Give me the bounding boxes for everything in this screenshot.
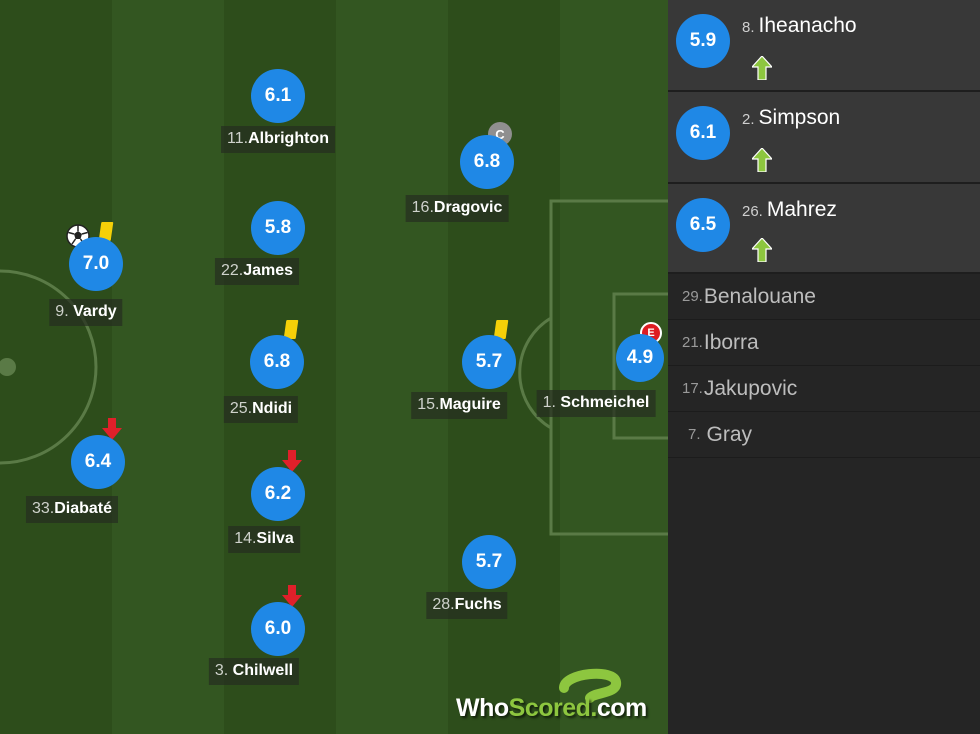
player-number: 9. xyxy=(55,303,69,320)
rating-badge: 6.8 xyxy=(460,135,514,189)
sub-off-arrow-icon xyxy=(282,585,302,607)
pitch-markings xyxy=(0,199,668,536)
substitute-name-label: 26.Mahrez xyxy=(742,198,837,222)
rating-badge: 5.9 xyxy=(676,14,730,68)
substitute-name-label: 2.Simpson xyxy=(742,106,840,130)
pitch: 6.1 11.Albrighton C 6.8 16.Dragovic 5.8 … xyxy=(0,0,668,734)
player-number: 11. xyxy=(227,130,249,147)
player-name: Vardy xyxy=(73,303,117,320)
rating-badge: 6.8 xyxy=(250,335,304,389)
player-number: 1. xyxy=(542,394,556,411)
rating-badge: 4.9 xyxy=(616,334,664,382)
player-name: Mahrez xyxy=(766,198,837,221)
player-name: Iheanacho xyxy=(758,14,857,37)
rating-badge: 5.7 xyxy=(462,535,516,589)
player-name: Silva xyxy=(256,530,294,547)
sub-on-arrow-icon xyxy=(752,148,772,172)
player-name: Jakupovic xyxy=(703,376,798,400)
player-name: Iborra xyxy=(703,330,759,354)
player-name-label: 9. Vardy xyxy=(49,299,123,326)
player-number: 29. xyxy=(682,288,703,305)
player-name: Schmeichel xyxy=(560,394,650,411)
player-name: Gray xyxy=(706,422,753,446)
logo-dot: . xyxy=(590,694,597,722)
rating-badge: 6.2 xyxy=(251,467,305,521)
sub-off-arrow-icon xyxy=(282,450,302,472)
player-number: 33. xyxy=(31,500,55,517)
player-name: Dragovic xyxy=(433,199,503,216)
unused-sub-row[interactable]: 21.Iborra xyxy=(668,320,980,366)
player-name-label: 14.Silva xyxy=(228,526,300,553)
player-number: 8. xyxy=(742,19,755,36)
bench-panel: 5.9 8.Iheanacho 6.1 2.Simpson 6.5 26.Mah… xyxy=(668,0,980,734)
player-name-label: 25.Ndidi xyxy=(223,396,299,423)
rating-badge: 5.8 xyxy=(251,201,305,255)
unused-sub-row[interactable]: 29.Benalouane xyxy=(668,274,980,320)
player-name-label: 3. Chilwell xyxy=(208,658,300,685)
player-name: Fuchs xyxy=(454,596,502,613)
player-number: 16. xyxy=(411,199,434,216)
player-name: Benalouane xyxy=(703,284,816,308)
substitute-row[interactable]: 6.1 2.Simpson xyxy=(668,92,980,184)
player-number: 14. xyxy=(234,530,257,547)
player-name-label: 22.James xyxy=(214,258,300,285)
unused-sub-row[interactable]: 17.Jakupovic xyxy=(668,366,980,412)
player-number: 28. xyxy=(432,596,455,613)
player-name: Simpson xyxy=(758,106,841,129)
logo-scored: Scored xyxy=(508,694,591,722)
player-number: 17. xyxy=(682,380,703,397)
sub-on-arrow-icon xyxy=(752,238,772,262)
sub-off-arrow-icon xyxy=(102,418,122,440)
player-name: James xyxy=(243,262,294,279)
player-name: Chilwell xyxy=(232,662,294,679)
unused-sub-row[interactable]: 7. Gray xyxy=(668,412,980,458)
logo-question-mark-icon xyxy=(559,668,621,703)
rating-badge: 6.4 xyxy=(71,435,125,489)
substitute-row[interactable]: 6.5 26.Mahrez xyxy=(668,184,980,274)
player-name-label: 33.Diabaté xyxy=(25,496,119,523)
rating-badge: 6.1 xyxy=(676,106,730,160)
rating-badge: 7.0 xyxy=(69,237,123,291)
player-name-label: 1. Schmeichel xyxy=(536,390,656,417)
logo-wordmark: WhoScored.com xyxy=(456,694,647,723)
player-number: 15. xyxy=(417,396,440,413)
player-name-label: 16.Dragovic xyxy=(405,195,509,222)
player-name: Maguire xyxy=(439,396,501,413)
player-number: 22. xyxy=(220,262,244,279)
rating-badge: 6.1 xyxy=(251,69,305,123)
rating-badge: 6.5 xyxy=(676,198,730,252)
logo-who: Who xyxy=(456,694,509,722)
logo-com: com xyxy=(596,694,647,722)
player-name-label: 11.Albrighton xyxy=(221,126,335,153)
player-name: Ndidi xyxy=(252,400,293,417)
sub-on-arrow-icon xyxy=(752,56,772,80)
player-number: 25. xyxy=(229,400,253,417)
rating-badge: 6.0 xyxy=(251,602,305,656)
rating-badge: 5.7 xyxy=(462,335,516,389)
player-number: 2. xyxy=(742,111,755,128)
player-name: Albrighton xyxy=(248,130,329,147)
substitute-row[interactable]: 5.9 8.Iheanacho xyxy=(668,0,980,92)
player-number: 26. xyxy=(742,203,763,220)
player-number: 21. xyxy=(682,334,703,351)
player-name-label: 15.Maguire xyxy=(411,392,507,419)
player-name-label: 28.Fuchs xyxy=(426,592,508,619)
player-name: Diabaté xyxy=(54,500,113,517)
player-number: 7. xyxy=(688,426,701,443)
substitute-name-label: 8.Iheanacho xyxy=(742,14,857,38)
whoscored-logo[interactable]: WhoScored.com xyxy=(456,668,656,726)
player-number: 3. xyxy=(214,662,229,679)
